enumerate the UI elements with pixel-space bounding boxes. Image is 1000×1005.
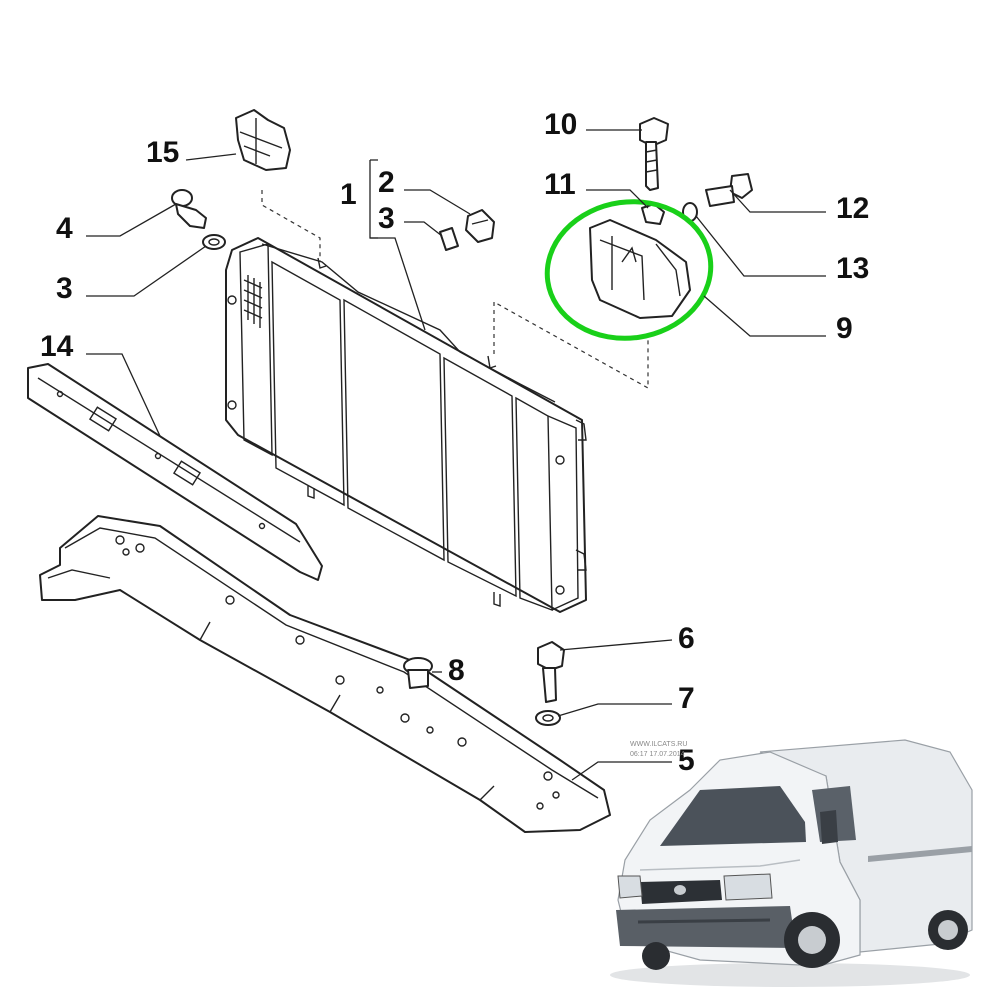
bushing (403, 657, 433, 689)
label-3-right: 3 (378, 202, 395, 235)
label-6: 6 (678, 622, 695, 655)
bolt-lower (537, 641, 565, 703)
washer-lower (535, 710, 561, 726)
bolt-top (639, 117, 669, 191)
watermark-site: WWW.ILCATS.RU (630, 741, 687, 748)
label-4: 4 (56, 212, 73, 245)
watermark-timestamp: 06:17 17.07.2014 (630, 751, 685, 758)
label-15: 15 (146, 136, 179, 169)
screw (705, 173, 753, 207)
label-1: 1 (340, 178, 357, 211)
seal (439, 227, 459, 251)
label-13: 13 (836, 252, 869, 285)
label-14: 14 (40, 330, 74, 363)
mounting-bracket (589, 219, 691, 319)
bleed-cap (465, 209, 495, 243)
reinforcement-strip (27, 363, 323, 581)
label-12: 12 (836, 192, 869, 225)
label-9: 9 (836, 312, 853, 345)
label-10: 10 (544, 108, 577, 141)
drain-plug (171, 189, 207, 229)
van-photo-icon (610, 739, 973, 987)
label-11: 11 (544, 168, 576, 201)
clip-bracket (235, 109, 291, 171)
label-3-left: 3 (56, 272, 73, 305)
washer (202, 234, 226, 250)
highlight-ring (544, 199, 714, 341)
radiator (225, 237, 587, 613)
label-7: 7 (678, 682, 695, 715)
label-8: 8 (448, 654, 465, 687)
lower-crossmember (39, 515, 611, 833)
label-5: 5 (678, 744, 695, 777)
label-2: 2 (378, 166, 395, 199)
